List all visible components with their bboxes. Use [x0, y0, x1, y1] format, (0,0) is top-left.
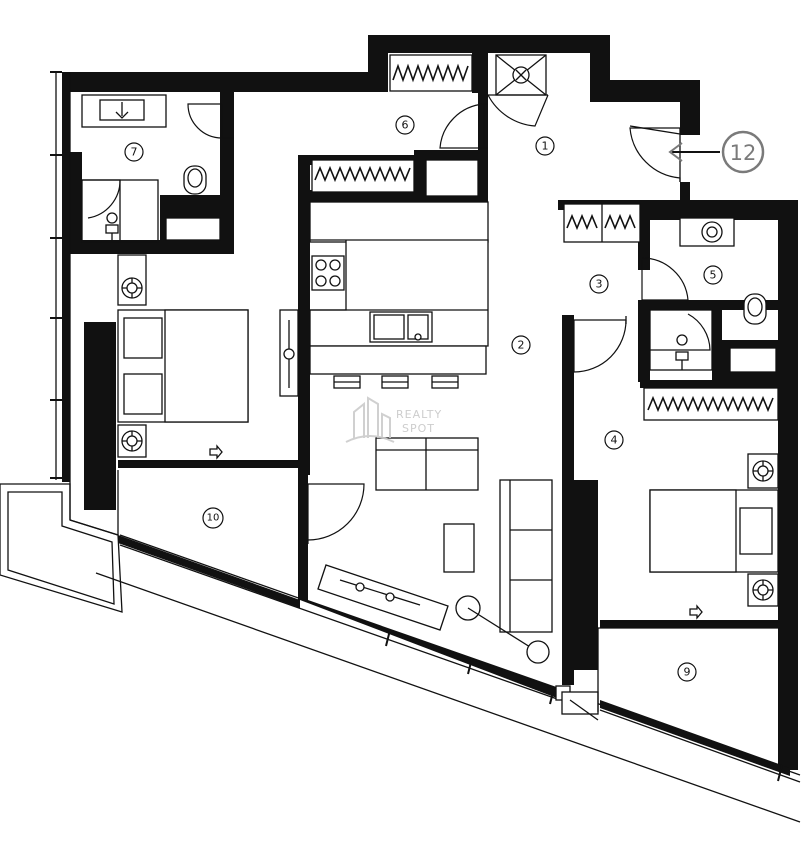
- svg-text:4: 4: [611, 434, 618, 447]
- room-label-9: 9: [677, 662, 697, 682]
- entrance-marker: 12: [668, 130, 765, 174]
- entry-area: [389, 53, 681, 182]
- bathroom-7: [81, 94, 234, 243]
- bathroom-5: [563, 203, 767, 371]
- svg-text:9: 9: [684, 666, 691, 679]
- facade: [95, 534, 801, 823]
- room-label-10: 10: [202, 507, 224, 529]
- watermark-line2: SPOT: [402, 422, 435, 435]
- room-label-1: 1: [535, 136, 555, 156]
- room-label-7: 7: [124, 142, 144, 162]
- svg-text:3: 3: [596, 278, 603, 291]
- room-label-5: 5: [703, 265, 723, 285]
- room-label-6: 6: [395, 115, 415, 135]
- entrance-badge: [721, 130, 765, 174]
- watermark: REALTY SPOT: [345, 396, 442, 443]
- room-label-3: 3: [589, 274, 609, 294]
- entrance-label: 12: [730, 141, 757, 165]
- svg-text:10: 10: [207, 513, 220, 524]
- room-labels: 1 2 3 4 5 6 7 9: [124, 115, 723, 682]
- left-balcony-edge: [0, 483, 123, 613]
- room-label-2: 2: [511, 335, 531, 355]
- room-label-4: 4: [604, 430, 624, 450]
- kitchen-living: [307, 159, 553, 664]
- watermark-line1: REALTY: [396, 408, 442, 421]
- bedroom-4: [573, 316, 780, 623]
- svg-text:1: 1: [542, 140, 549, 153]
- bedroom-left: [117, 254, 300, 468]
- svg-text:5: 5: [710, 269, 717, 282]
- svg-text:2: 2: [518, 339, 525, 352]
- svg-text:6: 6: [402, 119, 409, 132]
- left-glazing: [50, 71, 119, 536]
- svg-text:7: 7: [131, 146, 138, 159]
